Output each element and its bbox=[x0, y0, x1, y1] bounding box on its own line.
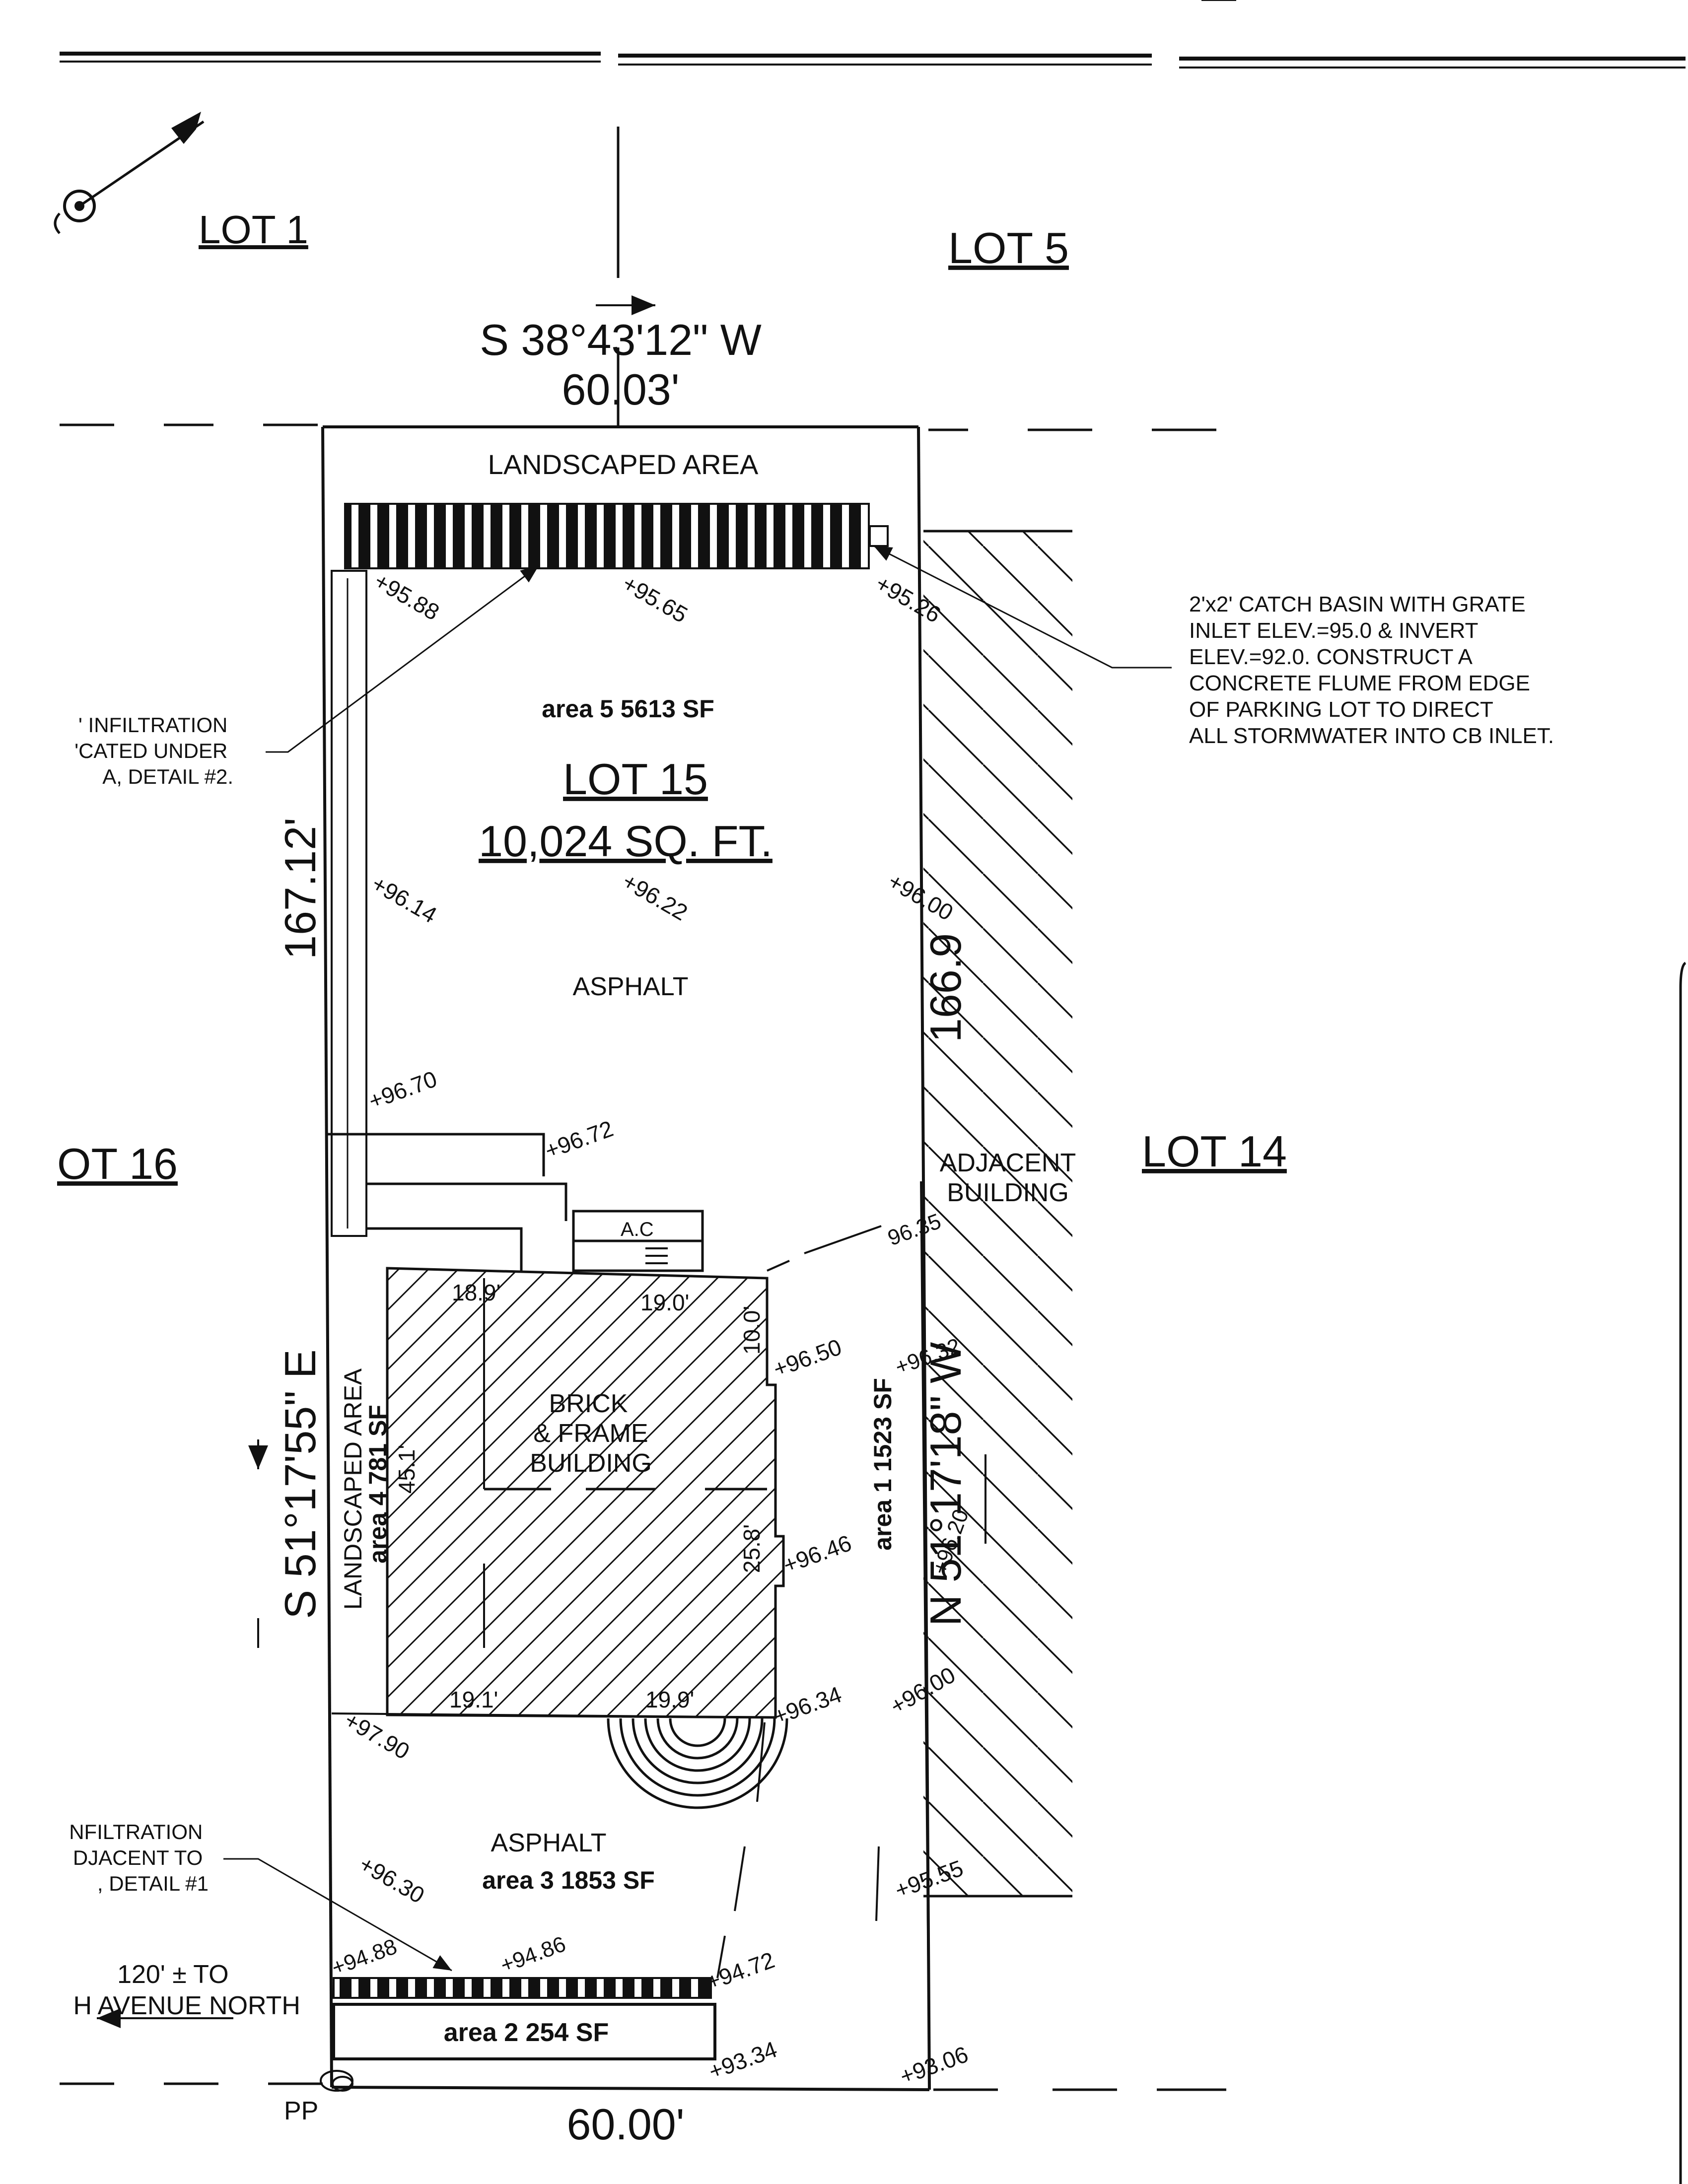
asphalt-south-label: ASPHALT bbox=[491, 1829, 606, 1857]
spot-elevation: +96.70 bbox=[365, 1066, 440, 1114]
adjacent-building bbox=[923, 531, 1072, 1896]
street-edge-lines bbox=[60, 0, 1686, 68]
power-pole-icon bbox=[320, 2070, 353, 2092]
area-2-box bbox=[332, 2003, 716, 2060]
lot-1-label: LOT 1 bbox=[199, 207, 308, 252]
lot-5-label: LOT 5 bbox=[948, 223, 1069, 273]
building-dim-bottom-right: 19.9' bbox=[645, 1687, 694, 1712]
infiltration-trench-south bbox=[333, 1977, 712, 1999]
spot-elevation: +96.46 bbox=[780, 1530, 855, 1578]
adjacent-building-line1: ADJACENT bbox=[940, 1149, 1076, 1177]
lot-15-area: 10,024 SQ. FT. bbox=[479, 817, 773, 866]
building-dim-left: 45.1' bbox=[394, 1445, 420, 1494]
area-2-label: area 2 254 SF bbox=[444, 2018, 609, 2047]
stepped-structures bbox=[328, 1133, 704, 1272]
ac-unit-label: A.C bbox=[621, 1219, 654, 1240]
building-dim-right-lower: 25.8' bbox=[739, 1524, 765, 1573]
spot-elevation: +96.50 bbox=[770, 1334, 845, 1382]
spot-elevation: +94.86 bbox=[497, 1932, 569, 1978]
distance-note: 120' ± TO H AVENUE NORTH bbox=[73, 1960, 301, 2020]
power-pole-label: PP bbox=[284, 2097, 318, 2125]
leader-lines bbox=[97, 295, 1172, 2028]
north-bearing: S 38°43'12" W bbox=[480, 315, 762, 364]
spot-elevation: +94.88 bbox=[329, 1934, 400, 1980]
adjacent-building-line2: BUILDING bbox=[947, 1178, 1069, 1207]
spot-elevation: +93.34 bbox=[705, 2036, 780, 2084]
spot-elevation: +95.88 bbox=[370, 568, 444, 625]
spot-elevation: +96.22 bbox=[618, 868, 692, 926]
east-length: 166.9 bbox=[921, 933, 970, 1042]
spot-elevation: +96.14 bbox=[367, 871, 441, 928]
drive-lines bbox=[331, 1225, 986, 1979]
building-dim-bottom-left: 19.1' bbox=[449, 1687, 498, 1712]
lot-15-label: LOT 15 bbox=[563, 754, 708, 804]
building-label-line1: BRICK bbox=[549, 1389, 628, 1418]
infiltration-trench-north bbox=[344, 503, 889, 569]
area-4-label: area 4 781 SF bbox=[364, 1405, 392, 1564]
catch-basin-note: 2'x2' CATCH BASIN WITH GRATE INLET ELEV.… bbox=[1189, 592, 1554, 748]
infiltration-note-upper: ' INFILTRATION 'CATED UNDER A, DETAIL #2… bbox=[74, 713, 233, 788]
building-label-line2: & FRAME bbox=[533, 1419, 648, 1448]
area-5-label: area 5 5613 SF bbox=[542, 695, 714, 723]
spot-elevation: +94.72 bbox=[703, 1947, 778, 1995]
north-arrow-icon bbox=[54, 112, 205, 234]
spot-elevation: +95.65 bbox=[618, 570, 692, 628]
landscaped-west-label: LANDSCAPED AREA bbox=[339, 1368, 367, 1610]
building-dim-right-upper: 10.0' bbox=[739, 1306, 765, 1355]
spot-elevation: +93.06 bbox=[897, 2041, 972, 2089]
landscaped-strip-west bbox=[331, 570, 367, 1237]
lot-14-label: LOT 14 bbox=[1142, 1127, 1287, 1176]
east-bearing: N 51°17'18" W bbox=[921, 1342, 970, 1626]
asphalt-north-label: ASPHALT bbox=[572, 972, 688, 1001]
building-dim-top-left: 18.9' bbox=[452, 1280, 500, 1305]
lot-lines bbox=[60, 127, 1226, 2091]
entry-steps bbox=[607, 1718, 788, 1809]
north-length: 60.03' bbox=[562, 365, 679, 414]
lot-16-label: OT 16 bbox=[57, 1139, 178, 1188]
west-bearing: S 51°17'55" E bbox=[276, 1349, 325, 1619]
area-3-label: area 3 1853 SF bbox=[482, 1866, 655, 1894]
brick-frame-building bbox=[386, 1267, 785, 1719]
spot-elevation: +96.30 bbox=[355, 1851, 429, 1909]
landscaped-north-label: LANDSCAPED AREA bbox=[488, 449, 759, 480]
spot-elevation: +96.72 bbox=[542, 1115, 617, 1163]
infiltration-note-lower: NFILTRATION DJACENT TO , DETAIL #1 bbox=[69, 1820, 209, 1895]
area-1-label: area 1 1523 SF bbox=[869, 1378, 897, 1551]
south-length: 60.00' bbox=[566, 2100, 684, 2149]
building-dim-top-right: 19.0' bbox=[640, 1290, 689, 1315]
building-label-line3: BUILDING bbox=[530, 1449, 652, 1478]
spot-elevation: +96.34 bbox=[770, 1681, 845, 1729]
west-length: 167.12' bbox=[276, 818, 325, 959]
lot-15-boundary bbox=[321, 425, 931, 2091]
